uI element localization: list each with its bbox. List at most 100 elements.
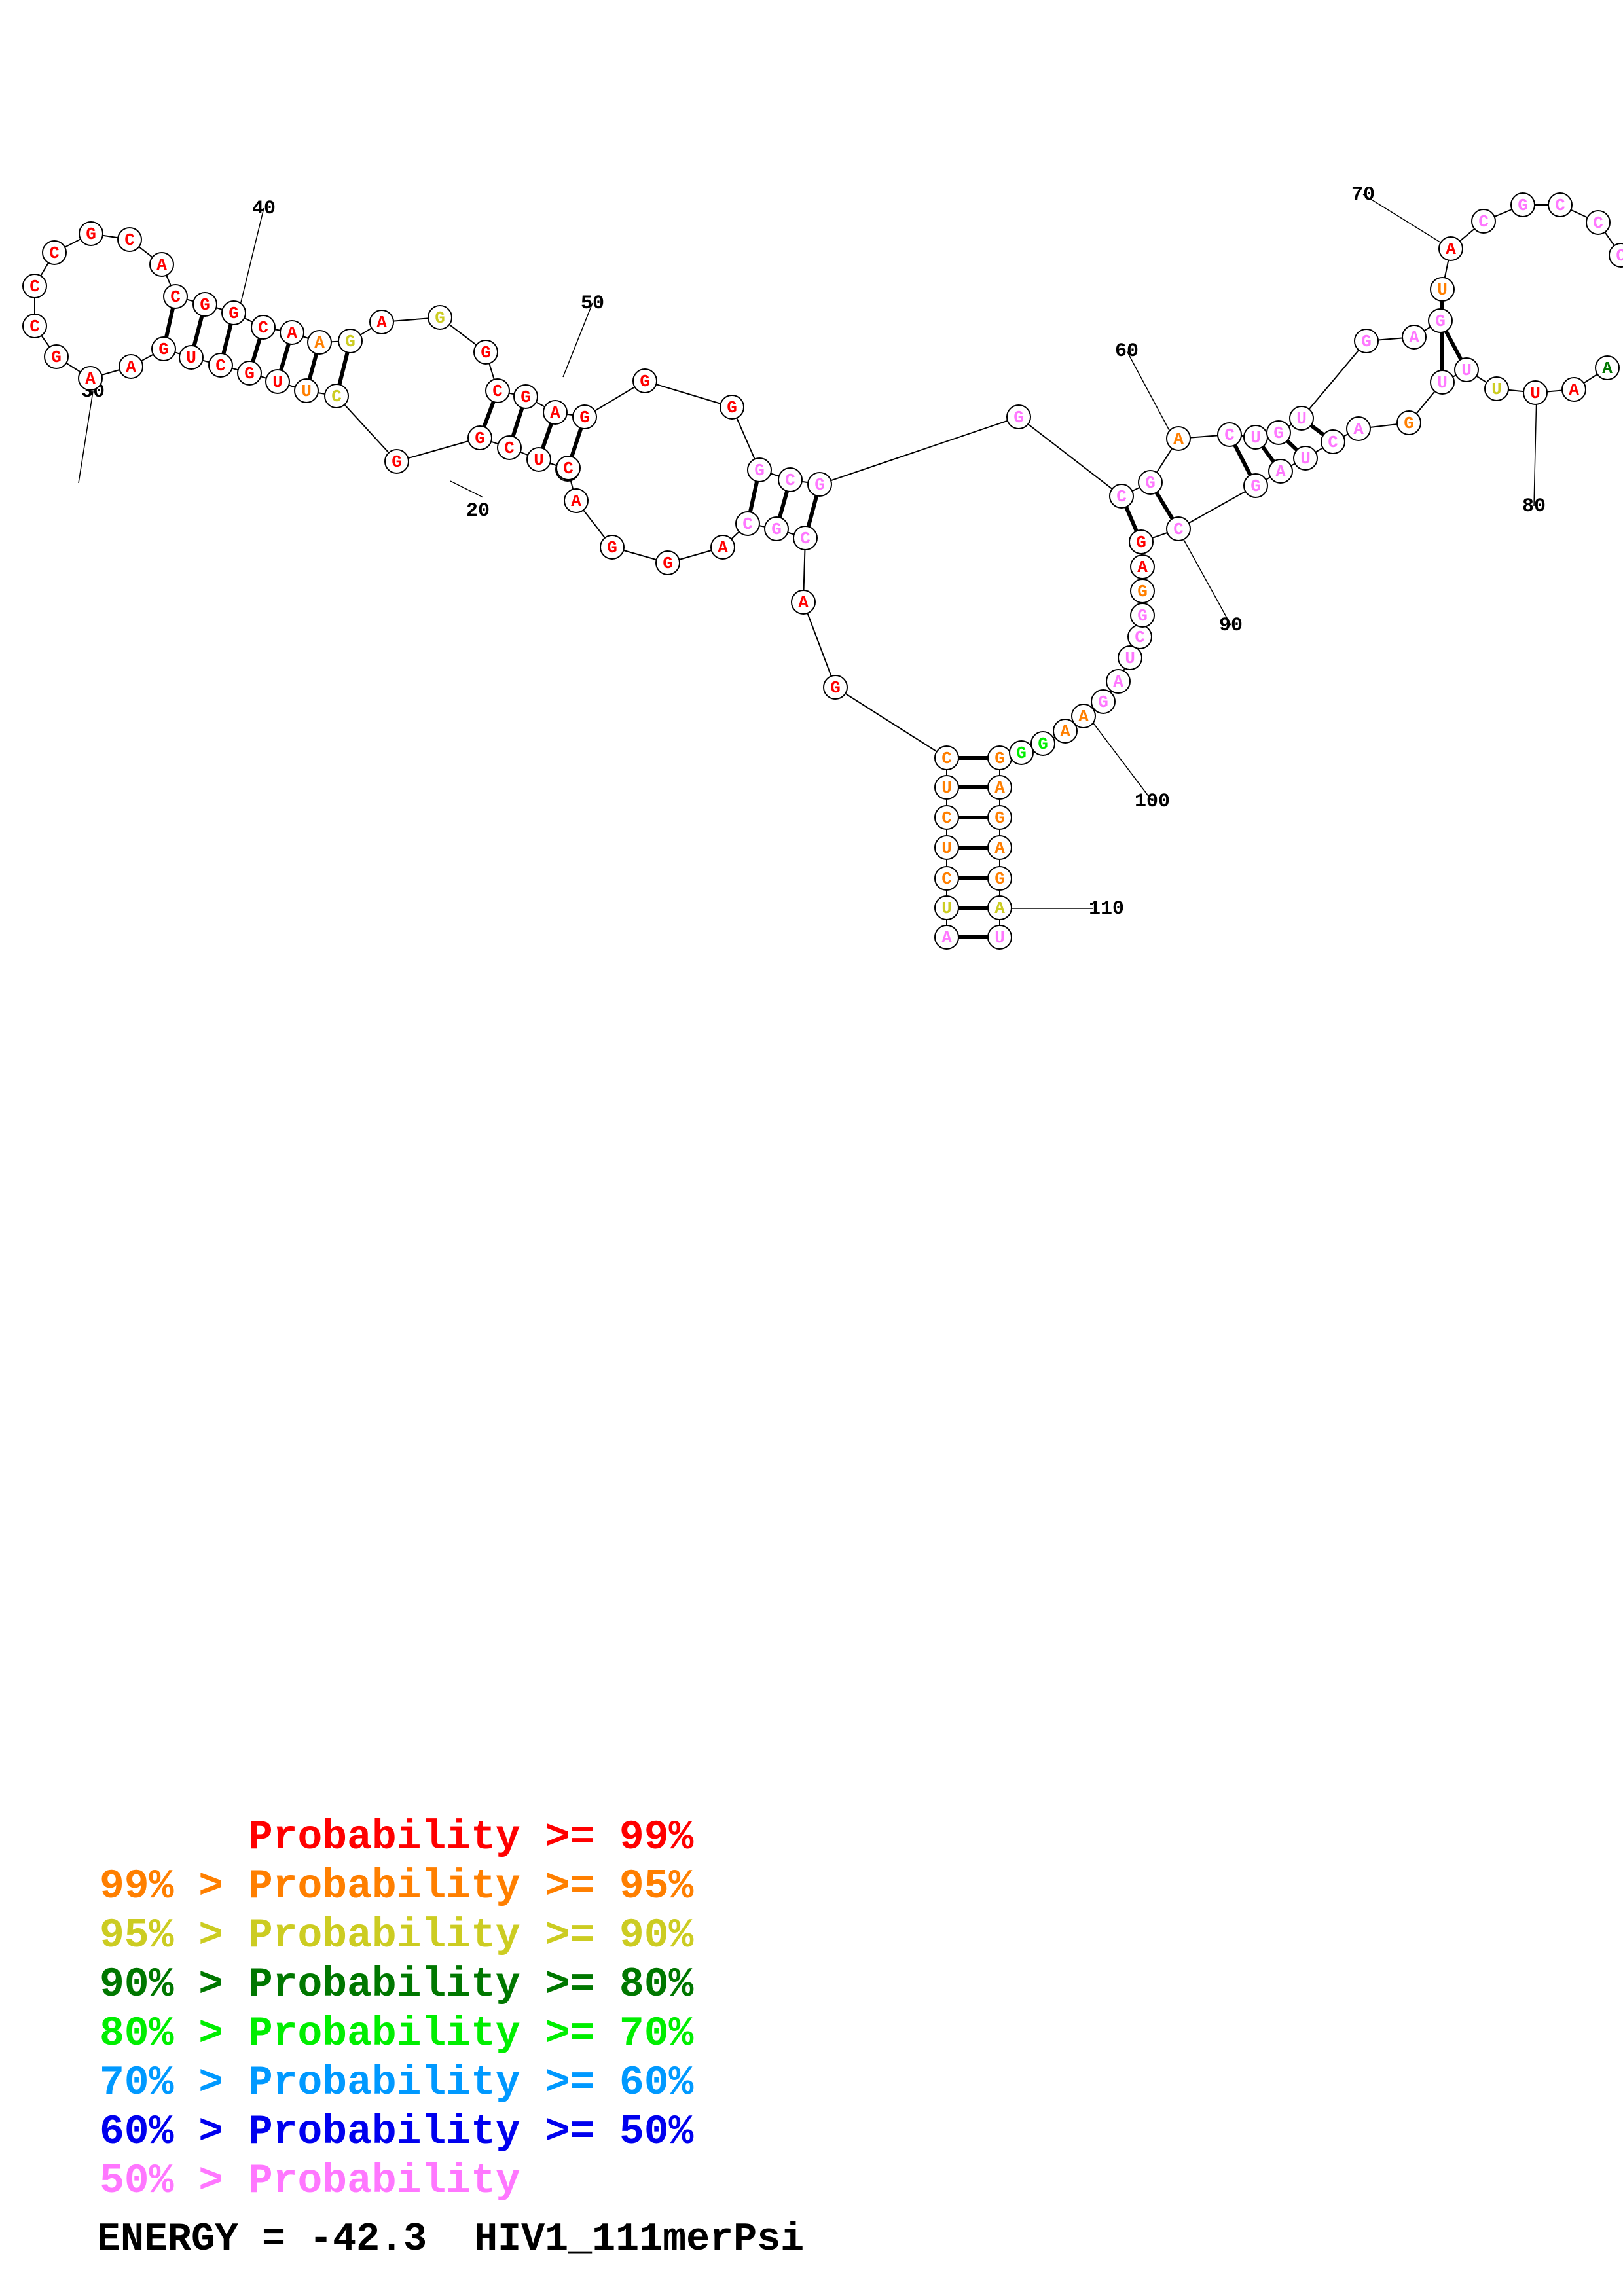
backbone-segment [396, 437, 481, 462]
nucleotide-circle [1006, 404, 1031, 429]
nucleotide-circle [1430, 370, 1455, 395]
legend-threshold: 60% > [100, 2109, 248, 2155]
nucleotide-base: U [941, 778, 952, 798]
nucleotide-base: G [345, 332, 356, 351]
nucleotide-base: G [51, 348, 62, 367]
nucleotide-circle [764, 516, 789, 541]
legend-row: 70% > Probability >= 60% [100, 2058, 693, 2108]
position-number: 100 [1135, 791, 1170, 813]
nucleotide: G [513, 384, 538, 409]
nucleotide-circle [720, 395, 744, 420]
numbering-tick [1093, 723, 1153, 802]
nucleotide-base: C [504, 439, 515, 458]
nucleotide: A [987, 835, 1012, 860]
energy-footer: ENERGY = -42.3 HIV1_111merPsi [97, 2217, 804, 2262]
nucleotide: C [793, 526, 818, 550]
nucleotide-circle [221, 300, 246, 325]
nucleotide: A [1438, 236, 1463, 261]
nucleotide: G [655, 550, 680, 575]
nucleotide-circle [265, 369, 290, 394]
nucleotide-base: U [941, 899, 952, 918]
nucleotide-circle [117, 227, 142, 252]
nucleotide: U [1430, 277, 1455, 302]
nucleotide-base: A [994, 899, 1005, 918]
backbone-layer [34, 204, 1622, 937]
nucleotide-base: G [1137, 606, 1148, 626]
nucleotide-base: U [1300, 449, 1311, 469]
nucleotide-circle [1118, 645, 1142, 670]
nucleotide: U [1523, 380, 1548, 405]
nucleotide: G [1354, 329, 1379, 353]
nucleotide-circle [1586, 210, 1611, 235]
base-pair-layer [162, 289, 1468, 939]
nucleotide-base: G [727, 398, 737, 418]
nucleotide: A [1071, 704, 1096, 728]
legend-row: 80% > Probability >= 70% [100, 2009, 693, 2058]
nucleotide-circle [735, 511, 760, 536]
legend-label: Probability >= 50% [247, 2109, 694, 2155]
nucleotide: G [221, 300, 246, 325]
nucleotide-circle [934, 925, 959, 950]
nucleotide-base: G [1518, 196, 1528, 215]
nucleotide: A [1561, 377, 1586, 402]
nucleotide-circle [1138, 470, 1163, 495]
nucleotide-base: C [1224, 425, 1235, 445]
nucleotide: A [1130, 554, 1155, 579]
nucleotide: G [987, 866, 1012, 891]
nucleotide-base: U [994, 928, 1005, 948]
nucleotide: A [119, 354, 143, 379]
nucleotide: A [987, 895, 1012, 920]
nucleotide: G [79, 221, 103, 246]
nucleotide: A [1268, 459, 1293, 484]
nucleotide-base: C [800, 529, 811, 548]
nucleotide-circle [655, 550, 680, 575]
nucleotide: U [526, 447, 551, 472]
nucleotide-base: U [1250, 428, 1261, 448]
nucleotide: G [1130, 579, 1155, 603]
nucleotide: G [237, 361, 262, 386]
nucleotide-base: A [1602, 359, 1613, 378]
nucleotide-base: C [1173, 520, 1184, 539]
position-number: 50 [581, 293, 604, 315]
nucleotide: G [747, 457, 772, 482]
position-number: 60 [1115, 340, 1139, 363]
nucleotide-circle [600, 535, 625, 560]
nucleotide-circle [526, 447, 551, 472]
nucleotide-base: G [435, 308, 445, 328]
nucleotide-circle [807, 472, 832, 497]
nucleotide-base: G [640, 372, 650, 391]
nucleotide-base: C [742, 514, 753, 534]
nucleotide: U [1118, 645, 1142, 670]
nucleotide-circle [473, 340, 498, 365]
nucleotide-circle [987, 805, 1012, 830]
nucleotide-base: G [228, 304, 239, 323]
nucleotide-circle [1106, 669, 1131, 694]
nucleotide: U [1430, 370, 1455, 395]
nucleotide-circle [1510, 192, 1535, 217]
nucleotide-circle [572, 404, 597, 429]
nucleotide-base: A [1446, 240, 1456, 259]
nucleotide-base: U [301, 382, 312, 401]
nucleotide-base: G [1145, 473, 1156, 493]
nucleotide-circle [778, 467, 803, 492]
nucleotide-base: A [994, 778, 1005, 798]
legend-threshold: 90% > [100, 1962, 248, 2008]
legend-row: Probability >= 99% [100, 1813, 694, 1862]
legend-row: 60% > Probability >= 50% [100, 2108, 693, 2157]
nucleotide-base: A [85, 369, 96, 389]
nucleotide-circle [1471, 209, 1496, 234]
nucleotide-circle [1396, 410, 1421, 435]
backbone-segment [819, 416, 1019, 485]
nucleotide: U [1289, 406, 1314, 431]
nucleotide-circle [1293, 446, 1318, 471]
numbering-tick [240, 207, 264, 306]
nucleotide-base: G [1273, 423, 1284, 443]
nucleotide-circle [338, 329, 363, 353]
nucleotide: A [149, 252, 174, 277]
nucleotide: U [1454, 357, 1479, 382]
nucleotide-circle [208, 353, 233, 378]
legend-label: Probability >= 70% [247, 2011, 694, 2057]
nucleotide-circle [1402, 325, 1427, 350]
legend-row: 90% > Probability >= 80% [100, 1960, 693, 2009]
